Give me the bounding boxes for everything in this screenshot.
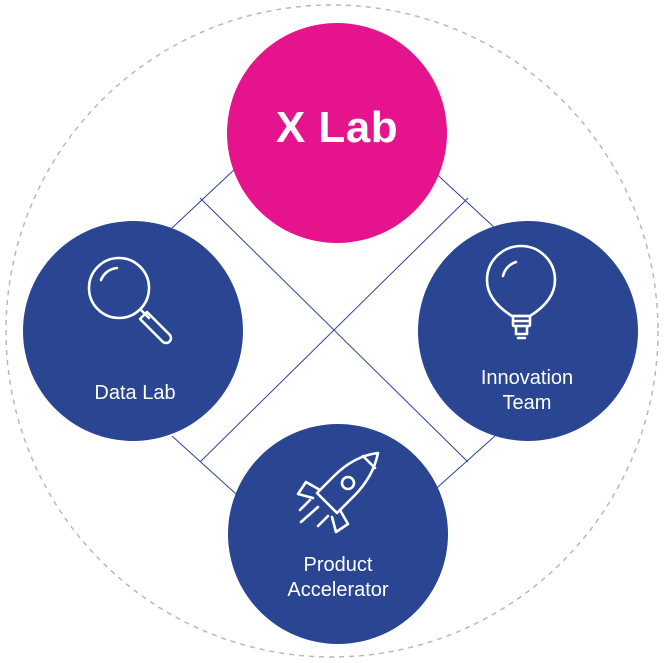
connector-top-right-outer	[429, 167, 496, 229]
product-accelerator-label-line-1: Product	[303, 554, 373, 576]
product-accelerator-label-line-2: Accelerator	[287, 579, 389, 601]
connector-bottom-right-outer	[429, 435, 496, 495]
center-node-title: X Lab	[275, 103, 399, 152]
product-accelerator-node-circle	[228, 424, 448, 644]
connector-diagonal-2	[199, 197, 469, 463]
lightbulb-icon	[485, 244, 557, 340]
innovation-team-label: Innovation Team	[432, 366, 622, 416]
magnifier-icon	[87, 256, 173, 345]
connector-lines	[171, 167, 496, 495]
innovation-team-label-line-1: Innovation	[480, 367, 574, 389]
connector-bottom-left-outer	[171, 435, 237, 495]
data-lab-node-circle	[23, 221, 243, 441]
data-lab-label-line-1: Data Lab	[94, 382, 176, 404]
data-lab-label: Data Lab	[40, 381, 230, 406]
rocket-icon	[296, 451, 380, 534]
innovation-team-label-line-2: Team	[502, 392, 552, 414]
product-accelerator-label: Product Accelerator	[240, 553, 436, 603]
center-node-circle	[227, 23, 447, 243]
connector-top-left-outer	[171, 167, 237, 229]
outer-dashed-ring	[5, 4, 659, 658]
